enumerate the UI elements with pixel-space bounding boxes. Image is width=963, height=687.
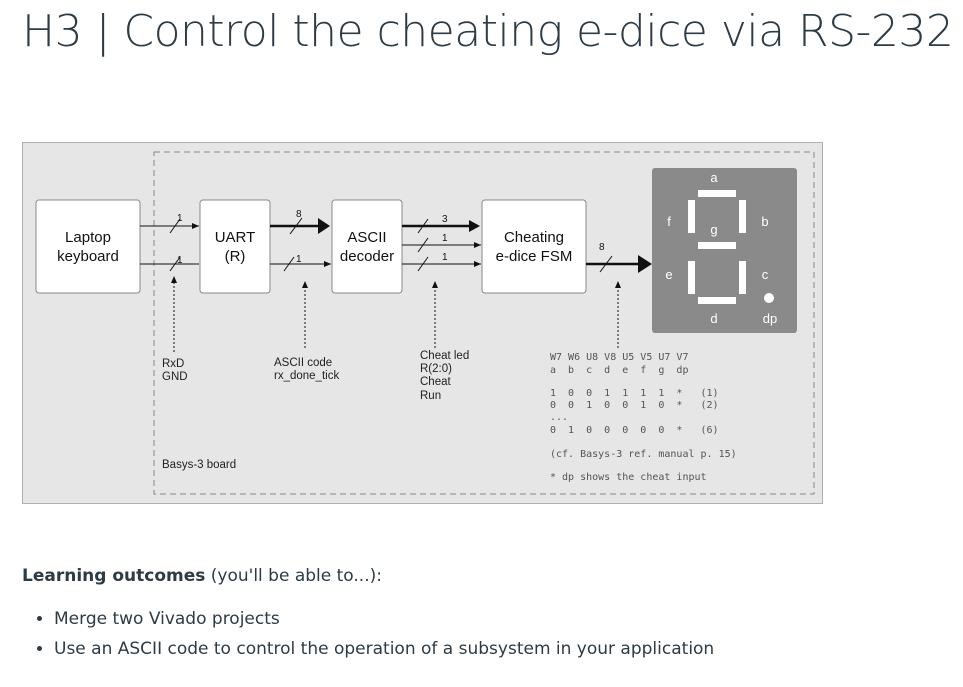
cheat-led-arrowhead (469, 220, 480, 232)
cheat-bus-width: 1 (442, 233, 448, 244)
ascii-code-label: ASCII code (274, 357, 332, 369)
uart-block (199, 199, 271, 294)
segment-b (739, 200, 746, 233)
rx-done-bus-width: 1 (296, 254, 302, 265)
page-title: H3 | Control the cheating e-dice via RS-… (22, 6, 954, 57)
ascii-code-slash (289, 217, 303, 235)
rx-done-tick-label: rx_done_tick (274, 370, 339, 382)
block-diagram-svg: Laptop keyboard UART (R) ASCII decoder C… (22, 142, 823, 504)
ascii-code-arrowhead (318, 218, 330, 234)
segment-dp-label: dp (763, 311, 777, 326)
cheat-led-range-label: R(2:0) (420, 363, 452, 375)
uart-label-1: UART (215, 229, 256, 246)
seg-pointer-head (615, 281, 621, 288)
board-label: Basys-3 board (162, 459, 236, 471)
rx-bus-width: 1 (177, 213, 183, 224)
gnd-bus-width: 1 (177, 255, 183, 266)
segment-f-label: f (667, 214, 671, 229)
learning-outcomes-heading-bold: Learning outcomes (22, 566, 206, 586)
segment-b-label: b (761, 214, 768, 229)
list-item: Merge two Vivado projects (54, 604, 942, 634)
board-outline (153, 151, 815, 495)
rxd-label: RxD (162, 358, 184, 370)
seg-out-slash (599, 255, 613, 273)
cheat-led-bus-width: 3 (442, 214, 448, 225)
cheat-led-label: Cheat led (420, 350, 469, 362)
segment-g-label: g (710, 222, 717, 237)
learning-outcomes-heading-rest: (you'll be able to...): (205, 566, 382, 586)
fsm-label-1: Cheating (504, 229, 564, 246)
laptop-label-1: Laptop (65, 229, 111, 246)
learning-outcomes: Learning outcomes (you'll be able to...)… (22, 566, 942, 664)
cheat-pointer-head (432, 281, 438, 288)
cheat-led-slash (417, 218, 429, 234)
learning-outcomes-list: Merge two Vivado projects Use an ASCII c… (22, 604, 942, 664)
segment-dp (764, 293, 774, 303)
gnd-bus-slash (169, 256, 181, 272)
segment-a-label: a (710, 170, 718, 185)
segment-g (698, 242, 736, 249)
segment-c (739, 261, 746, 294)
segment-a (698, 190, 736, 197)
table-row-6: 0 1 0 0 0 0 0 * (6) (550, 425, 719, 436)
table-row-2: 0 0 1 0 0 1 0 * (2) (550, 400, 719, 411)
rx-done-slash (283, 256, 295, 272)
table-note: * dp shows the cheat input (550, 472, 707, 483)
segment-d-label: d (710, 311, 717, 326)
laptop-block (35, 199, 141, 294)
table-names-header: a b c d e f g dp (550, 365, 688, 376)
run-bus-width: 1 (442, 252, 448, 263)
uart-label-2: (R) (225, 248, 246, 265)
rx-bus-slash (169, 218, 181, 234)
segment-c-label: c (762, 267, 769, 282)
list-item: Use an ASCII code to control the operati… (54, 634, 942, 664)
ascii-code-bus-width: 8 (296, 209, 302, 220)
cheat-label: Cheat (420, 376, 451, 388)
table-row-1: 1 0 0 1 1 1 1 * (1) (550, 388, 719, 399)
segment-e-label: e (665, 267, 672, 282)
segment-d (698, 297, 736, 304)
block-diagram: Laptop keyboard UART (R) ASCII decoder C… (22, 142, 823, 504)
ascii-label-1: ASCII (347, 229, 386, 246)
ascii-pointer-head (302, 281, 308, 288)
fsm-label-2: e-dice FSM (496, 248, 573, 265)
table-reference: (cf. Basys-3 ref. manual p. 15) (550, 449, 737, 460)
table-pins-header: W7 W6 U8 V8 U5 V5 U7 V7 (550, 352, 688, 363)
seg-out-bus-width: 8 (599, 242, 605, 253)
segment-f (688, 200, 695, 233)
seg-out-arrowhead (638, 255, 652, 273)
gnd-label: GND (162, 371, 188, 383)
ascii-label-2: decoder (340, 248, 394, 265)
segment-e (688, 261, 695, 294)
table-ellipsis: ... (550, 412, 568, 423)
rxd-pointer-head (171, 276, 177, 283)
run-label: Run (420, 390, 441, 402)
cheat-slash (417, 237, 429, 253)
laptop-label-2: keyboard (57, 248, 119, 265)
run-slash (417, 256, 429, 272)
learning-outcomes-heading: Learning outcomes (you'll be able to...)… (22, 566, 942, 586)
ascii-decoder-block (331, 199, 403, 294)
fsm-block (481, 199, 587, 294)
